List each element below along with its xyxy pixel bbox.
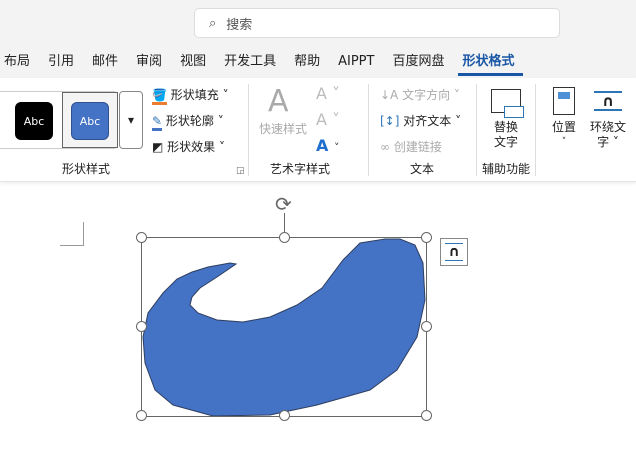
search-placeholder: 搜索 [226,17,253,33]
alt-text-button[interactable]: 替换文字 [494,120,519,149]
dialog-launcher-icon[interactable]: ◲ [236,166,245,176]
create-link-button[interactable]: ∞ 创建链接 [380,140,442,154]
group-label-shape-styles: 形状样式 [62,162,111,176]
tab-shape-format[interactable]: 形状格式 [458,52,523,76]
group-label-accessibility: 辅助功能 [482,162,531,176]
ribbon: Abc Abc ▾ 🪣 形状填充 ˅ ✎ 形状轮廓 ˅ ◩ 形状效果 ˅ 形状样… [0,78,636,182]
tab-help[interactable]: 帮助 [294,54,321,69]
resize-handle-s[interactable] [279,410,290,421]
separator [535,84,536,176]
search-icon: ⌕ [209,15,217,31]
align-text-icon: [↕] [380,114,400,128]
layout-options-icon: ∩ [445,243,463,261]
paint-bucket-icon: 🪣 [152,88,167,105]
style-swatch-black[interactable]: Abc [15,102,53,140]
tab-mailings[interactable]: 邮件 [92,54,119,69]
resize-handle-se[interactable] [421,410,432,421]
group-label-text: 文本 [410,162,435,176]
shape-outline-button[interactable]: ✎ 形状轮廓 ˅ [152,112,224,131]
wrap-text-button[interactable]: 环绕文字 ˅ [590,120,627,149]
freeform-shape[interactable] [142,238,426,417]
tab-references[interactable]: 引用 [48,54,75,69]
ribbon-tabs: 布局 引用 邮件 审阅 视图 开发工具 帮助 AIPPT 百度网盘 形状格式 [0,52,529,76]
rotate-handle-icon[interactable]: ⟳ [275,192,292,216]
tab-view[interactable]: 视图 [180,54,207,69]
tab-layout[interactable]: 布局 [4,54,31,69]
separator [248,84,249,176]
wrap-text-icon: ∩ [594,91,622,111]
pen-icon: ✎ [152,114,163,131]
group-label-wordart: 艺术字样式 [270,162,331,176]
separator [476,84,477,176]
resize-handle-nw[interactable] [136,232,147,243]
layout-options-button[interactable]: ∩ [440,238,468,266]
search-box[interactable]: ⌕ 搜索 [194,8,560,38]
text-direction-icon: ↓A [380,88,399,102]
align-text-button[interactable]: [↕] 对齐文本 ˅ [380,114,462,128]
resize-handle-n[interactable] [279,232,290,243]
shape-fill-button[interactable]: 🪣 形状填充 ˅ [152,86,229,105]
resize-handle-ne[interactable] [421,232,432,243]
alt-text-icon [491,89,524,118]
tab-review[interactable]: 审阅 [136,54,163,69]
text-outline-icon[interactable]: A ˅ [316,110,341,129]
quick-styles-button[interactable]: 快速样式 [259,122,308,136]
text-fill-icon[interactable]: A ˅ [316,84,341,103]
text-direction-button[interactable]: ↓A 文字方向 ˅ [380,88,460,102]
resize-handle-w[interactable] [136,321,147,332]
style-swatch-blue[interactable]: Abc [71,102,109,140]
margin-corner-mark [60,222,84,246]
link-icon: ∞ [380,140,390,154]
tab-aippt[interactable]: AIPPT [338,54,375,69]
quick-styles-icon: A [268,84,289,119]
tab-developer[interactable]: 开发工具 [224,54,277,69]
position-button[interactable]: 位置˅ [552,120,577,147]
eraser-icon: ◩ [152,140,164,154]
shape-effects-button[interactable]: ◩ 形状效果 ˅ [152,140,226,154]
separator [368,84,369,176]
resize-handle-sw[interactable] [136,410,147,421]
gallery-more-button[interactable]: ▾ [119,91,143,149]
text-effects-icon[interactable]: A ˅ [316,136,340,155]
position-icon [553,87,575,115]
tab-baidu[interactable]: 百度网盘 [392,54,445,69]
resize-handle-e[interactable] [421,321,432,332]
